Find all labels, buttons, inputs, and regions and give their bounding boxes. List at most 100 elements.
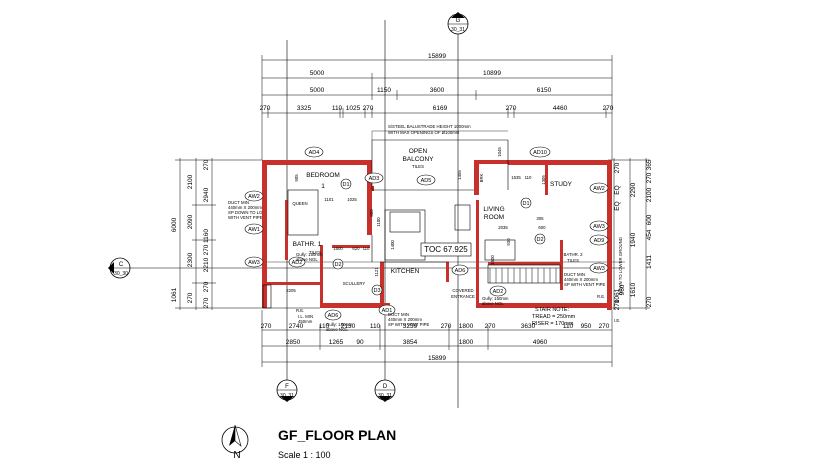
notes: DUCT MIN 440mm X 200mm SP DOWN TO LG WIT…: [228, 200, 623, 332]
dim-right-outer-6: 1411: [646, 255, 653, 269]
tag-aw2-right: AW2: [593, 186, 605, 192]
dim-top-3b: 1150: [377, 87, 391, 94]
stair-note-2: TREAD = 250mm: [532, 314, 576, 320]
dim-left-outer-1: 6000: [171, 217, 178, 232]
dim-top-4h: 4460: [553, 105, 568, 112]
duct-bottom-1: DUCT MIN: [388, 312, 409, 317]
opening-tags: [244, 146, 609, 321]
gully-left-1: Gully: 150mm: [326, 322, 353, 327]
dim-bot-1f: 3239: [403, 323, 418, 330]
dim-top-4e: 270: [363, 105, 374, 112]
dim-bot-1k: 110: [563, 323, 574, 330]
tag-ad1: AD1: [382, 308, 393, 314]
dim-bot-1j: 3630: [521, 323, 536, 330]
inner-dim: 800: [369, 209, 374, 217]
tag-aw3-right-2: AW3: [593, 266, 605, 272]
dim-right-outer-4: 600: [646, 214, 653, 225]
inner-dim: 110: [363, 246, 370, 251]
gully-mid-2: above NGL: [296, 257, 318, 262]
dim-right-outer-3: 2100: [646, 187, 653, 202]
duct-left-3: SP DOWN TO LG: [228, 210, 263, 215]
grid-marker-d: D 30_31: [374, 379, 396, 402]
top-dimension-texts: 15899 5000 10899 5000 1150 3600 6150 270…: [260, 53, 614, 112]
dim-right-inner-2: EQ: [614, 185, 621, 194]
inner-dim: 600: [538, 225, 546, 230]
bottom-dimension-lines: [261, 310, 613, 367]
dim-left-inner-7: 270: [203, 297, 210, 308]
tag-ad6: AD6: [455, 268, 466, 274]
duct-left-1: DUCT MIN: [228, 200, 249, 205]
il-min-2: 450mm: [298, 319, 313, 324]
dim-top-4d: 1025: [346, 105, 361, 112]
plan-title: GF_FLOOR PLAN: [278, 427, 396, 443]
balustrade-note: S/STEEL BALUSTRADE HEIGHT 1000mm WITH MA…: [371, 124, 508, 140]
dim-bot-1e: 110: [370, 323, 381, 330]
duct-right-1: DUCT MIN: [564, 272, 585, 277]
room-entrance: COVERED: [452, 288, 473, 293]
stair-note-3: RISER = 170mm: [532, 321, 574, 327]
inner-dim: 1500: [333, 246, 343, 251]
dim-bot-2d: 3854: [403, 339, 418, 346]
dim-top-4b: 3325: [297, 105, 312, 112]
dim-bot-1i: 270: [485, 323, 496, 330]
inner-dim: 930: [506, 238, 511, 246]
opening-tag-labels: AD4 AD3 AD5 AD10 AW2 AW1 AW3 AD6 AW2 AW3…: [248, 150, 605, 319]
dim-top-2a: 5000: [310, 70, 325, 77]
right-dimension-texts: 270 EQ EQ 1061 960 270 2290 1940 1610 36…: [614, 159, 653, 310]
room-scullery: SCULLERY: [343, 281, 366, 286]
dim-left-mid-1: 2100: [187, 174, 194, 189]
north-arrow-icon: N: [221, 424, 249, 461]
dim-overall-top: 15899: [428, 53, 446, 60]
dim-right-mid-1: 2290: [630, 182, 637, 197]
down-ground: DOWN TO LOWER GROUND: [618, 237, 623, 295]
dim-right-inner-5: 960: [619, 284, 626, 295]
dim-left-inner-1: 270: [203, 159, 210, 170]
tag-ad2-right: AD2: [493, 289, 504, 295]
dim-right-inner-1: 270: [614, 162, 621, 173]
door-d2: D2: [334, 262, 341, 268]
door-d1: D1: [342, 182, 349, 188]
grid-marker-top: G 30_31: [447, 12, 469, 35]
duct-right-3: SP WITH VENT PIPE: [564, 282, 606, 287]
inner-dim: 620: [352, 246, 360, 251]
inner-dim: 905: [294, 174, 299, 182]
room-bathr2: BATHR. 2: [563, 252, 583, 257]
ie-note: I.E.: [614, 318, 620, 323]
dim-left-mid-3: 2300: [187, 252, 194, 267]
stair-note-1: STAIR NOTE:: [535, 307, 570, 313]
duct-left-2: 440mm X 200mm: [228, 205, 262, 210]
inner-dim: 1045: [497, 147, 502, 157]
gully-left-2: above NGL: [326, 327, 348, 332]
grid-top-ref: 30_31: [451, 27, 465, 33]
room-balcony-finish: TILES: [412, 164, 424, 169]
duct-right-2: 440mm X 200mm: [564, 277, 598, 282]
inner-dim: 1400: [390, 240, 395, 250]
dim-top-2b: 10899: [483, 70, 501, 77]
dim-bot-1c: 110: [319, 323, 330, 330]
left-dimension-texts: 6000 1061 2100 2090 2300 270 270 2940 11…: [171, 159, 210, 308]
duct-bottom-2: 440mm X 200mm: [388, 317, 422, 322]
tag-ad3: AD3: [369, 176, 380, 182]
dim-top-4i: 270: [603, 105, 614, 112]
door-tag-labels: D1 D2 D3 D1 D2: [334, 182, 543, 294]
dim-top-4f: 6169: [433, 105, 448, 112]
duct-left-4: WITH VENT PIPE: [228, 215, 263, 220]
room-bedroom-finish: QUEEN: [292, 201, 307, 206]
room-bedroom: BEDROOM: [306, 172, 340, 179]
dim-right-mid-3: 1610: [630, 282, 637, 297]
outlines: [262, 139, 561, 309]
re-left: R.E.: [296, 308, 304, 313]
right-dimension-lines: [608, 158, 650, 310]
room-living: LIVING: [483, 206, 504, 213]
room-balcony: OPEN: [409, 148, 428, 155]
left-dimension-lines: [175, 158, 262, 310]
dim-left-inner-3: 1160: [203, 229, 210, 243]
inner-dim: 1600: [490, 255, 495, 265]
dim-left-inner-5: 2210: [203, 257, 210, 272]
grid-top-letter: G: [456, 18, 461, 24]
dim-right-inner-4: 1061: [614, 288, 621, 303]
dim-bot-2c: 90: [356, 339, 364, 346]
dim-bot-1b: 2740: [289, 323, 304, 330]
dim-bot-2b: 1265: [329, 339, 344, 346]
room-study: STUDY: [550, 181, 573, 188]
